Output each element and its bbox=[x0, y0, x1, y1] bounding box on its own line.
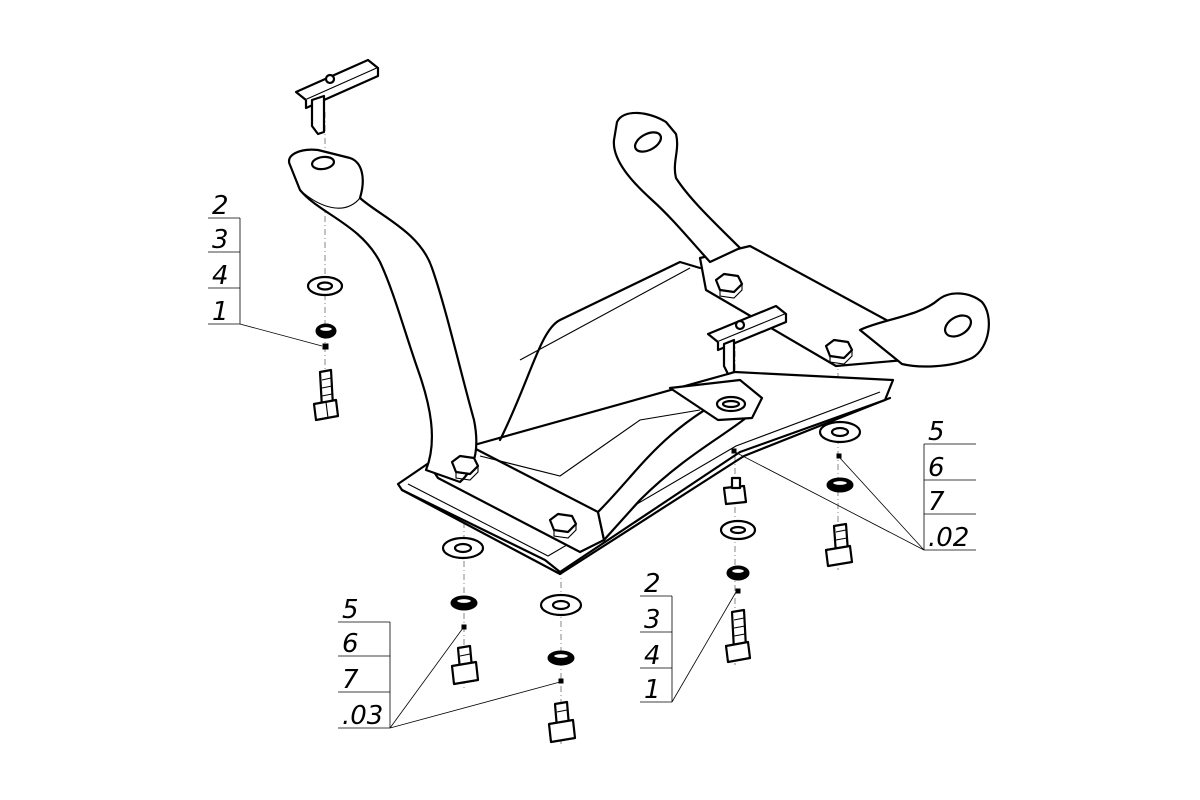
slot-hole-inner bbox=[721, 399, 741, 409]
callout-label: 4 bbox=[644, 641, 661, 671]
nut-icon bbox=[824, 338, 854, 365]
right-mounting-arm bbox=[612, 111, 990, 368]
callout-label: 5 bbox=[928, 417, 945, 447]
callout-label: 7 bbox=[342, 665, 359, 695]
callout-right-bracket: 2 3 4 1 bbox=[644, 569, 661, 705]
right-clamp-plate bbox=[706, 304, 788, 376]
callout-rear-plate: 5 6 7 .02 bbox=[928, 417, 969, 553]
right-rear-fastener-stack bbox=[818, 420, 862, 568]
callout-label: 6 bbox=[342, 629, 359, 659]
nut-icon bbox=[714, 272, 744, 299]
skid-plate bbox=[396, 244, 907, 576]
callout-label: 4 bbox=[212, 261, 229, 291]
callout-label: 3 bbox=[644, 605, 661, 635]
callout-leaders bbox=[208, 217, 976, 729]
callout-label: .03 bbox=[342, 701, 383, 731]
callout-label: 3 bbox=[212, 225, 229, 255]
callout-label: 2 bbox=[212, 191, 229, 221]
callout-label: 2 bbox=[644, 569, 661, 599]
front-left-fastener-stack bbox=[441, 536, 485, 686]
left-mounting-arm bbox=[287, 148, 478, 484]
left-clamp-plate bbox=[294, 58, 380, 136]
nut-icon bbox=[548, 512, 578, 539]
callout-label: 5 bbox=[342, 595, 359, 625]
left-fastener-stack bbox=[306, 275, 344, 422]
callout-front-plate: 5 6 7 .03 bbox=[342, 595, 383, 731]
callout-label: 1 bbox=[212, 297, 229, 327]
callout-label: 7 bbox=[928, 487, 945, 517]
callout-left-bracket: 2 3 4 1 bbox=[212, 191, 229, 327]
right-middle-fastener-stack bbox=[719, 448, 757, 664]
callout-label: 6 bbox=[928, 453, 945, 483]
front-right-fastener-stack bbox=[539, 593, 583, 744]
plate-nuts bbox=[450, 272, 854, 539]
nut-icon bbox=[450, 454, 480, 481]
callout-label: .02 bbox=[928, 523, 969, 553]
callout-label: 1 bbox=[644, 675, 661, 705]
